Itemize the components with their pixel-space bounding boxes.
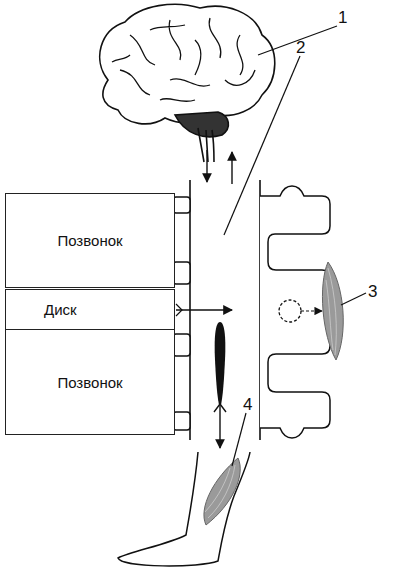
disc-box: Диск: [5, 289, 175, 330]
leg: [118, 452, 250, 566]
nerve-root: [214, 322, 226, 448]
posterior-arch: [260, 186, 330, 438]
callout-number: 2: [296, 38, 305, 58]
vertebra-box: Позвонок: [5, 193, 175, 288]
callout-number: 1: [338, 8, 347, 28]
vertebra-box: Позвонок: [5, 329, 175, 435]
callout-number: 4: [243, 395, 252, 415]
vertebra-processes: [173, 197, 190, 430]
node-text: Позвонок: [57, 232, 122, 249]
node-text: Позвонок: [57, 374, 122, 391]
brain: [100, 4, 275, 162]
node-text: Диск: [44, 301, 77, 318]
back-muscle: [322, 262, 343, 360]
callout-number: 3: [368, 282, 377, 302]
